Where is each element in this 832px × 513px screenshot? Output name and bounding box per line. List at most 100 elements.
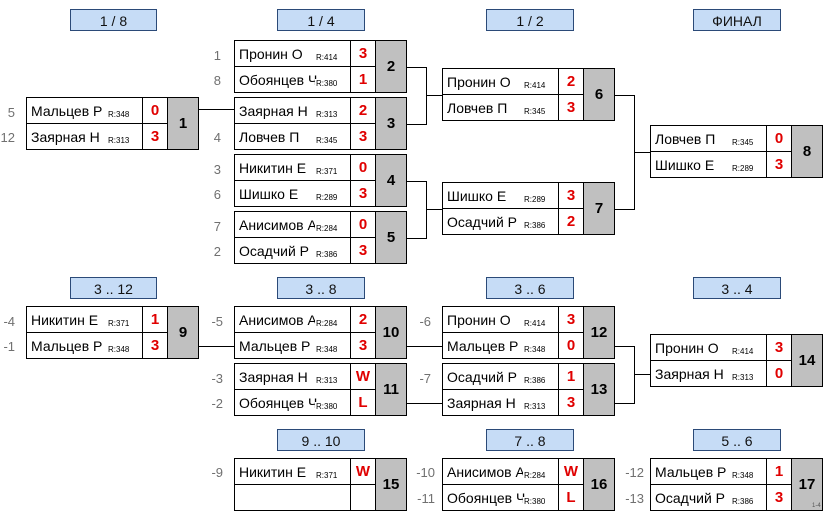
player-rating: R:380: [315, 79, 338, 88]
match-number: 4: [375, 155, 406, 206]
seed-label: 3: [213, 162, 221, 177]
player-score: L: [558, 485, 583, 511]
player-name: Анисимов А: [239, 312, 317, 328]
match-number: 6: [583, 69, 614, 120]
player-score: 0: [350, 212, 375, 238]
player-score: 3: [766, 152, 791, 178]
player-score: W: [350, 364, 375, 390]
player-score: 3: [142, 333, 167, 359]
corner-label: 1-4: [812, 503, 821, 509]
player-rating: R:380: [315, 402, 338, 411]
player-score: 3: [766, 485, 791, 511]
round-header: 1 / 2: [486, 9, 574, 31]
player-score: 0: [766, 126, 791, 152]
player-rating: R:313: [315, 376, 338, 385]
connector-line: [426, 209, 442, 210]
connector-line: [426, 95, 442, 96]
connector-line: [634, 374, 650, 375]
player-rating: R:371: [315, 167, 338, 176]
player-score: 3: [558, 95, 583, 121]
player-score: 3: [558, 307, 583, 333]
player-score: 1: [766, 459, 791, 485]
player-name: Никитин Е: [239, 464, 307, 480]
player-name: Заярная Н: [655, 366, 724, 382]
player-name: Осадчий Р: [447, 214, 518, 230]
player-score: 0: [350, 155, 375, 181]
player-rating: R:414: [523, 319, 546, 328]
player-name: Шишко Е: [447, 188, 507, 204]
player-rating: R:345: [731, 138, 754, 147]
connector-line: [407, 403, 442, 404]
connector-line: [615, 403, 635, 404]
player-score: 1: [350, 67, 375, 93]
player-score: 3: [350, 41, 375, 67]
player-score: 2: [558, 209, 583, 235]
player-name: Заярная Н: [239, 103, 308, 119]
round-header: 1 / 4: [277, 9, 365, 31]
connector-line: [426, 67, 427, 125]
match-number: 2: [375, 41, 406, 92]
player-rating: R:313: [523, 402, 546, 411]
seed-label: -6: [419, 314, 431, 329]
round-header: 9 .. 10: [277, 429, 365, 451]
seed-label: 4: [213, 130, 221, 145]
match-number: 17: [791, 459, 822, 510]
connector-line: [615, 209, 635, 210]
round-header: ФИНАЛ: [693, 9, 781, 31]
player-score: 1: [142, 307, 167, 333]
player-score: L: [350, 390, 375, 416]
player-row[interactable]: [235, 485, 350, 511]
player-score: 2: [350, 98, 375, 124]
